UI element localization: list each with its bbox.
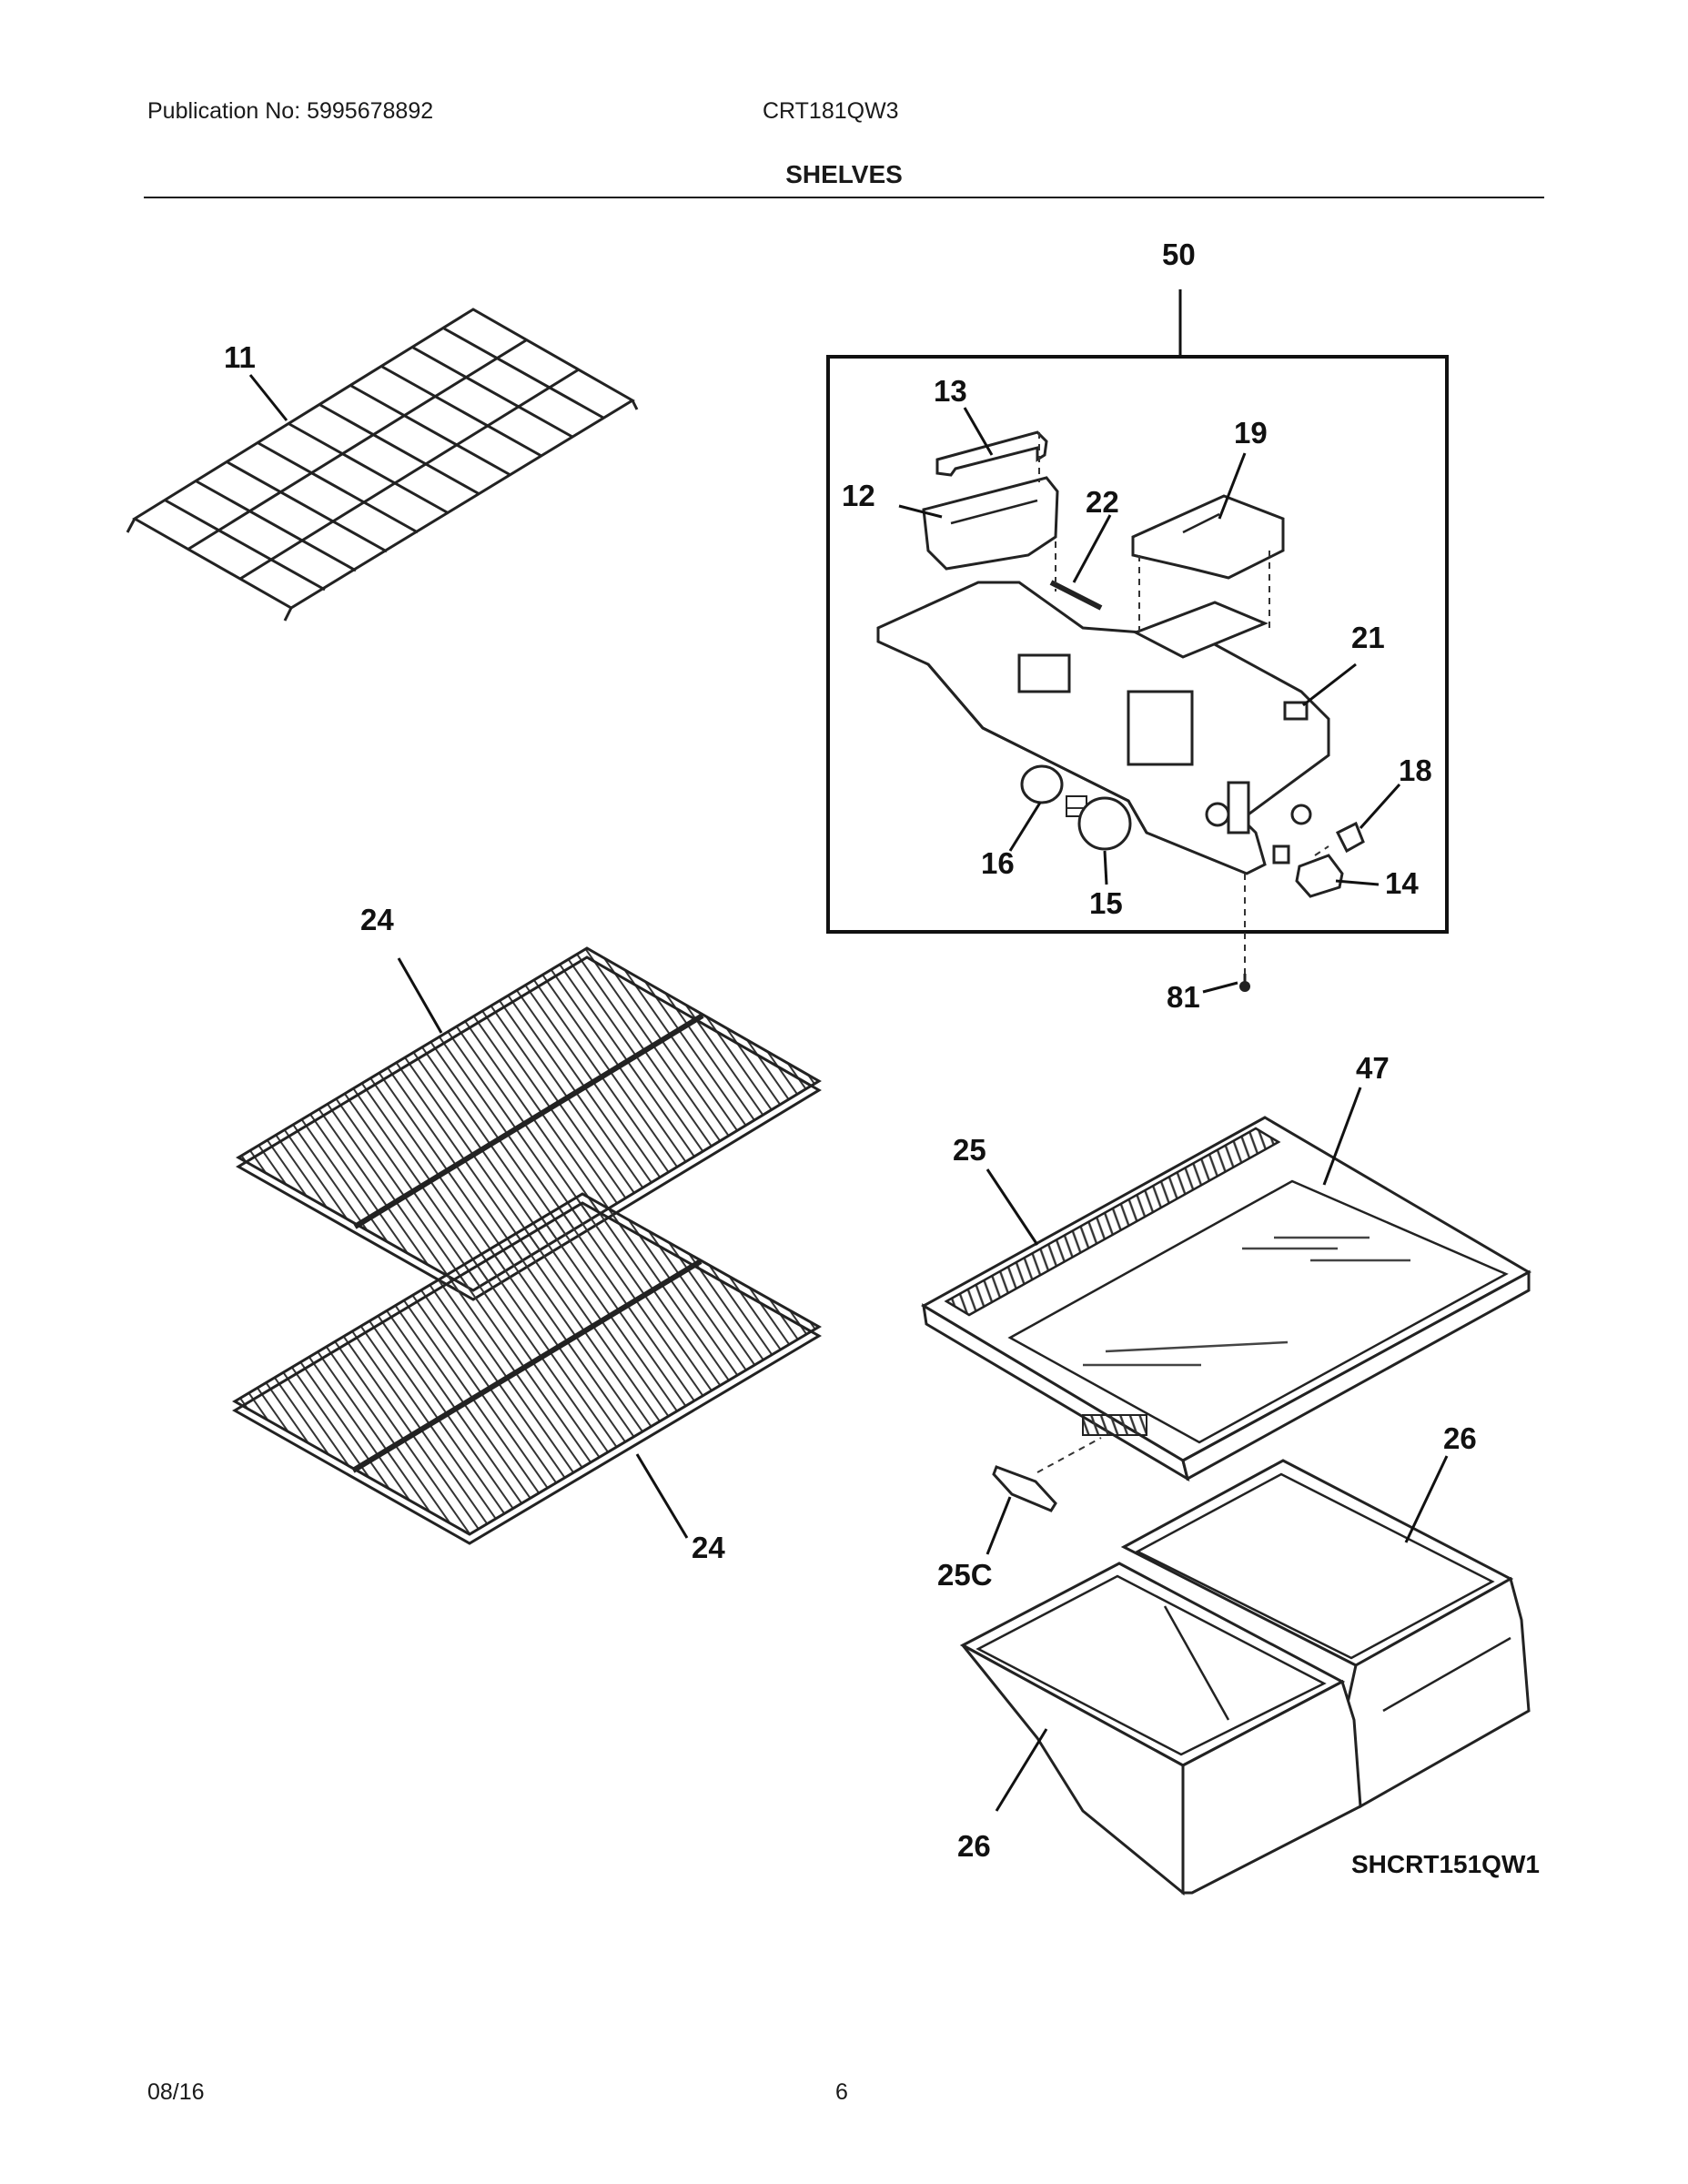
callout-19: 19: [1234, 416, 1268, 450]
wire-shelf-11: [126, 308, 639, 622]
callout-24-lower: 24: [692, 1531, 725, 1564]
wire-shelf-24-lower: [232, 1192, 822, 1545]
publication-number: Publication No: 5995678892: [147, 98, 434, 124]
callout-25: 25: [953, 1133, 986, 1167]
part-12-lens: [922, 476, 1059, 571]
section-title: SHELVES: [785, 160, 903, 188]
part-25c-clip: [992, 1437, 1102, 1512]
callout-26-rear: 26: [1443, 1421, 1477, 1455]
callout-22: 22: [1086, 485, 1119, 519]
callout-16: 16: [981, 846, 1015, 880]
part-22-sensor: [1049, 580, 1103, 611]
callout-26-front: 26: [957, 1829, 991, 1863]
glass-shelf-25: [920, 1116, 1532, 1482]
callout-81: 81: [1167, 980, 1200, 1014]
callout-18: 18: [1399, 753, 1432, 787]
light-housing: [876, 581, 1330, 875]
part-21-clip: [1283, 701, 1309, 721]
model-number: CRT181QW3: [763, 98, 899, 124]
callout-25c: 25C: [937, 1558, 993, 1592]
callout-50: 50: [1162, 238, 1196, 271]
page-number: 6: [835, 2079, 848, 2105]
callout-13: 13: [934, 374, 967, 408]
part-19-thermostat: [1131, 494, 1285, 580]
part-18-knob: [1335, 821, 1365, 854]
callout-11: 11: [224, 340, 256, 374]
part-16-socket: [1020, 764, 1064, 804]
drawing-code: SHCRT151QW1: [1351, 1850, 1540, 1878]
crisper-drawer-26-front: [959, 1562, 1362, 1896]
assembly-guides: [1038, 432, 1329, 974]
control-board: [1132, 601, 1269, 659]
wire-shelf-24-upper: [236, 946, 822, 1301]
header-rule: [144, 197, 1544, 198]
assembly-50-frame: [826, 355, 1449, 934]
callout-21: 21: [1351, 621, 1385, 654]
callout-14: 14: [1385, 866, 1419, 900]
part-81-screw: [1239, 974, 1250, 992]
callout-47: 47: [1356, 1051, 1390, 1085]
leader-lines: [248, 374, 1449, 1812]
callout-12: 12: [842, 479, 875, 512]
crisper-drawer-26-rear: [1120, 1459, 1531, 1809]
callout-15: 15: [1089, 886, 1123, 920]
part-15-bulb: [1066, 795, 1132, 851]
part-14-switch: [1295, 854, 1344, 898]
callout-24-upper: 24: [360, 903, 394, 936]
revision-date: 08/16: [147, 2079, 205, 2105]
